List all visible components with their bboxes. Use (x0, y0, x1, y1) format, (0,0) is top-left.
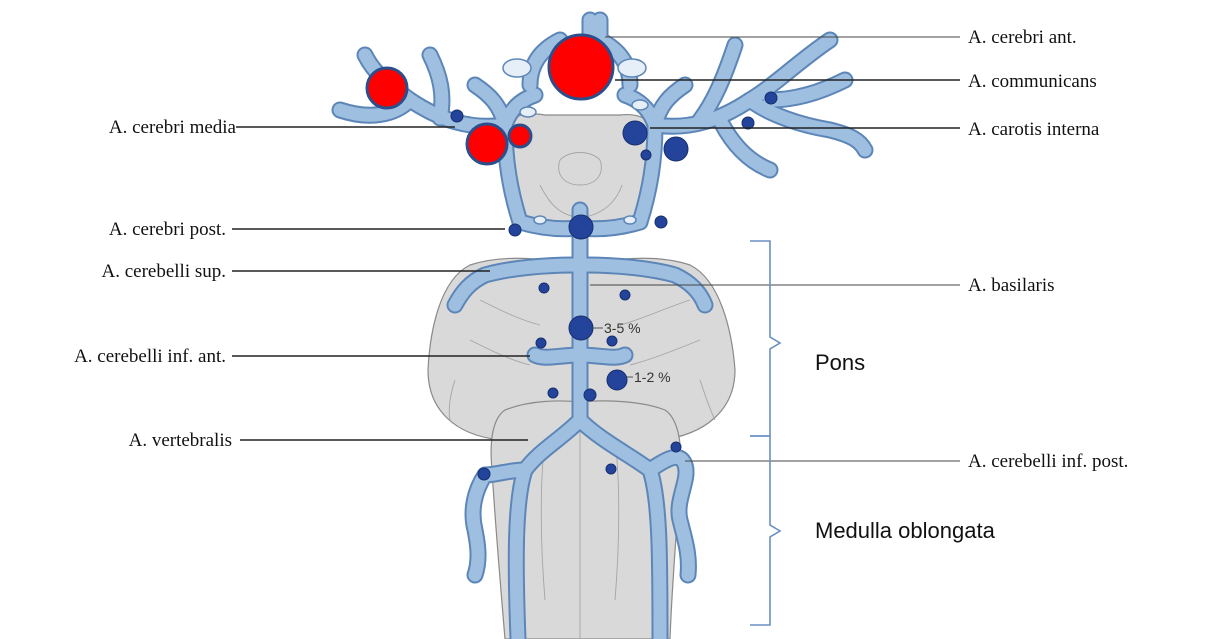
label-cerebri-ant: A. cerebri ant. (968, 27, 1077, 48)
aneurysm-blue (623, 121, 647, 145)
aneurysm-basilar-tip (569, 316, 593, 340)
aneurysm-blue (655, 216, 667, 228)
region-pons-label: Pons (815, 350, 865, 375)
label-cerebelli-inf-ant: A. cerebelli inf. ant. (74, 346, 226, 367)
aneurysm-basilar-lower (607, 370, 627, 390)
aneurysm-blue (509, 224, 521, 236)
pons-brace (750, 241, 780, 436)
label-cerebri-post: A. cerebri post. (109, 219, 226, 240)
label-cerebri-media: A. cerebri media (109, 117, 237, 138)
aneurysm-blue (451, 110, 463, 122)
region-braces (750, 241, 780, 625)
aneurysm-blue (548, 388, 558, 398)
label-communicans: A. communicans (968, 71, 1097, 92)
label-carotis-interna: A. carotis interna (968, 119, 1100, 140)
medulla-brace (750, 436, 780, 625)
aneurysm-blue (664, 137, 688, 161)
aneurysm-blue (765, 92, 777, 104)
aneurysm-mca-small (509, 125, 531, 147)
percentage-basilar-lower: 1-2 % (634, 369, 671, 385)
aneurysm-blue (607, 336, 617, 346)
percentage-basilar-tip: 3-5 % (604, 320, 641, 336)
label-cerebelli-inf-post: A. cerebelli inf. post. (968, 451, 1128, 472)
label-cerebelli-sup: A. cerebelli sup. (101, 261, 226, 282)
label-basilaris: A. basilaris (968, 275, 1055, 296)
label-vertebralis: A. vertebralis (129, 430, 232, 451)
aneurysm-blue (671, 442, 681, 452)
aneurysm-blue (478, 468, 490, 480)
aneurysm-blue (536, 338, 546, 348)
aneurysm-mca-left (367, 68, 407, 108)
aneurysm-blue (742, 117, 754, 129)
aneurysm-blue (584, 389, 596, 401)
aneurysm-blue (620, 290, 630, 300)
aneurysm-mca-bifurcation (467, 124, 507, 164)
aneurysm-blue (539, 283, 549, 293)
aneurysm-acom-large (549, 35, 613, 99)
region-medulla-label: Medulla oblongata (815, 518, 996, 543)
aneurysm-blue (641, 150, 651, 160)
aneurysm-blue (569, 215, 593, 239)
aneurysm-blue (606, 464, 616, 474)
